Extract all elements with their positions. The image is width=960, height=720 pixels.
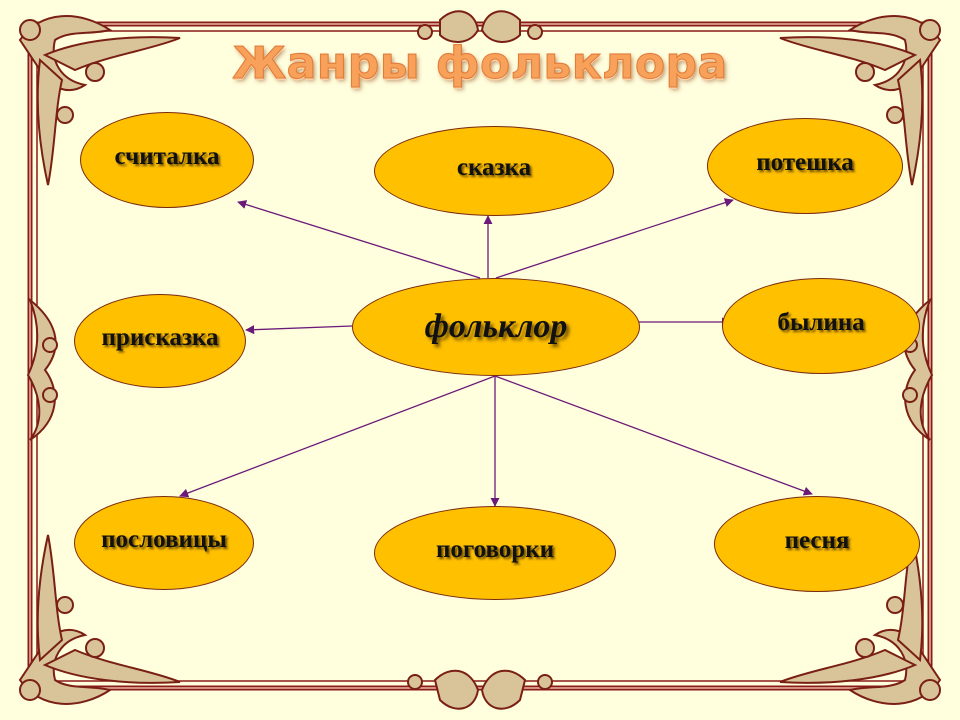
arrow-to-priskazka: [245, 325, 353, 335]
slide-title: Жанры фольклора: [232, 38, 728, 90]
corner-ornament-bottom-left: [18, 534, 181, 705]
node-pesnya[interactable]: песня: [714, 496, 920, 592]
arrow-to-poteshka: [495, 198, 734, 279]
node-poslovitsy[interactable]: пословицы: [74, 496, 254, 590]
node-folklore[interactable]: фольклор: [352, 278, 640, 376]
corner-ornament-top-left: [18, 15, 181, 186]
node-poteshka[interactable]: потешка: [707, 118, 903, 214]
corner-ornament-bottom-right: [779, 534, 942, 705]
node-label: поговорки: [435, 536, 555, 563]
node-label: былина: [777, 309, 865, 336]
node-label: считалка: [114, 143, 220, 170]
top-center-ornament: [417, 10, 543, 43]
left-side-ornament: [26, 296, 58, 441]
corner-ornament-top-right: [779, 15, 942, 186]
node-schitalka[interactable]: считалка: [80, 112, 254, 208]
node-bylina[interactable]: былина: [722, 278, 920, 374]
arrow-to-pesnya: [494, 375, 813, 496]
arrow-to-poslovitsy: [179, 375, 496, 498]
node-label: фольклор: [424, 308, 568, 345]
node-label: песня: [784, 527, 850, 554]
arrow-to-schitalka: [237, 200, 481, 279]
node-priskazka[interactable]: присказка: [74, 294, 246, 388]
bottom-center-ornament: [407, 669, 553, 710]
node-pogovorki[interactable]: поговорки: [374, 506, 616, 600]
node-skazka[interactable]: сказка: [374, 126, 614, 216]
node-label: сказка: [456, 154, 532, 181]
node-label: потешка: [756, 149, 854, 176]
node-label: присказка: [101, 324, 219, 351]
node-label: пословицы: [101, 526, 227, 553]
